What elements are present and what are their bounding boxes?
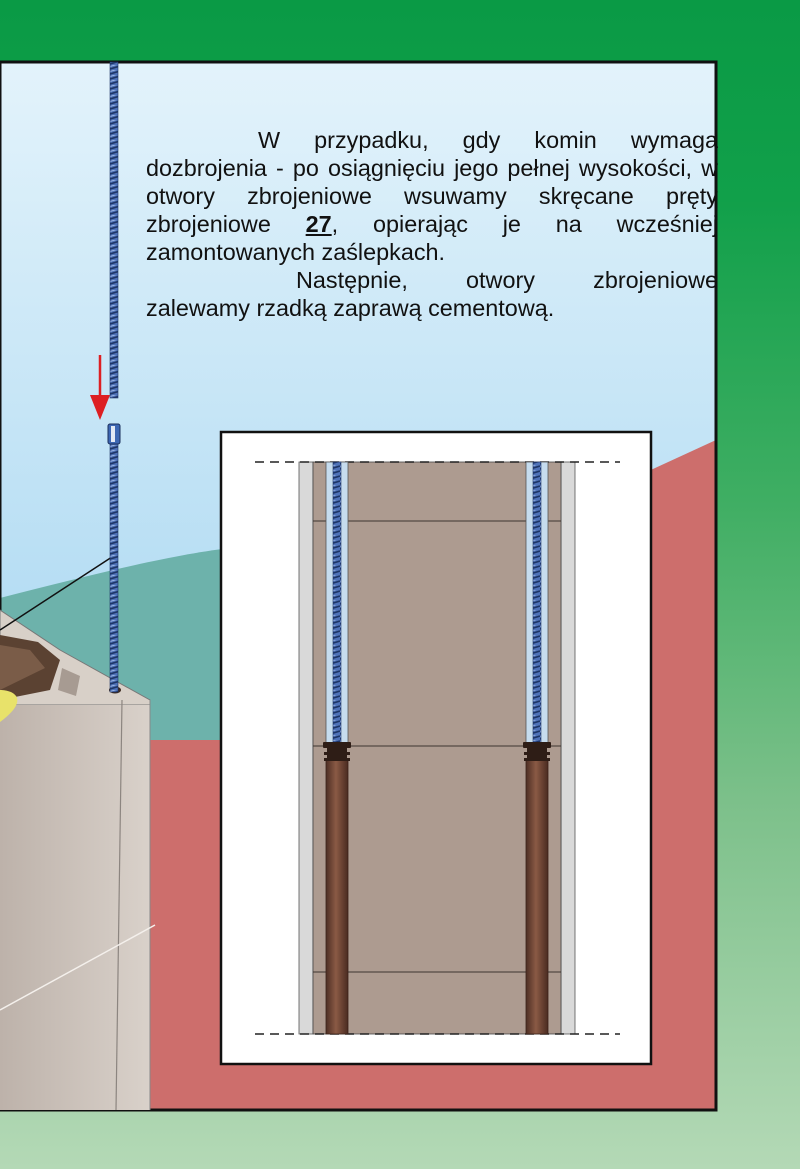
instruction-part-3: Następnie, otwory zbrojeniowe zalewamy r… — [146, 267, 718, 321]
reinforcement-hole-right — [523, 461, 551, 1035]
end-cap-right — [523, 742, 551, 761]
arrow-down-icon — [90, 355, 110, 420]
instruction-part-2: , opierając je na wcześniej zamontowanyc… — [146, 211, 718, 265]
reinforcement-hole-left — [323, 461, 351, 1035]
insulation — [0, 690, 18, 722]
reference-number: 27 — [305, 211, 332, 237]
cross-section-inset — [219, 430, 653, 1066]
rebar-rod — [107, 61, 121, 693]
instruction-text: W przypadku, gdy komin wymaga dozbrojeni… — [146, 126, 718, 322]
end-cap-left — [323, 742, 351, 761]
instruction-part-1: W przypadku, gdy komin wymaga dozbrojeni… — [146, 127, 718, 237]
leader-line — [0, 554, 116, 631]
